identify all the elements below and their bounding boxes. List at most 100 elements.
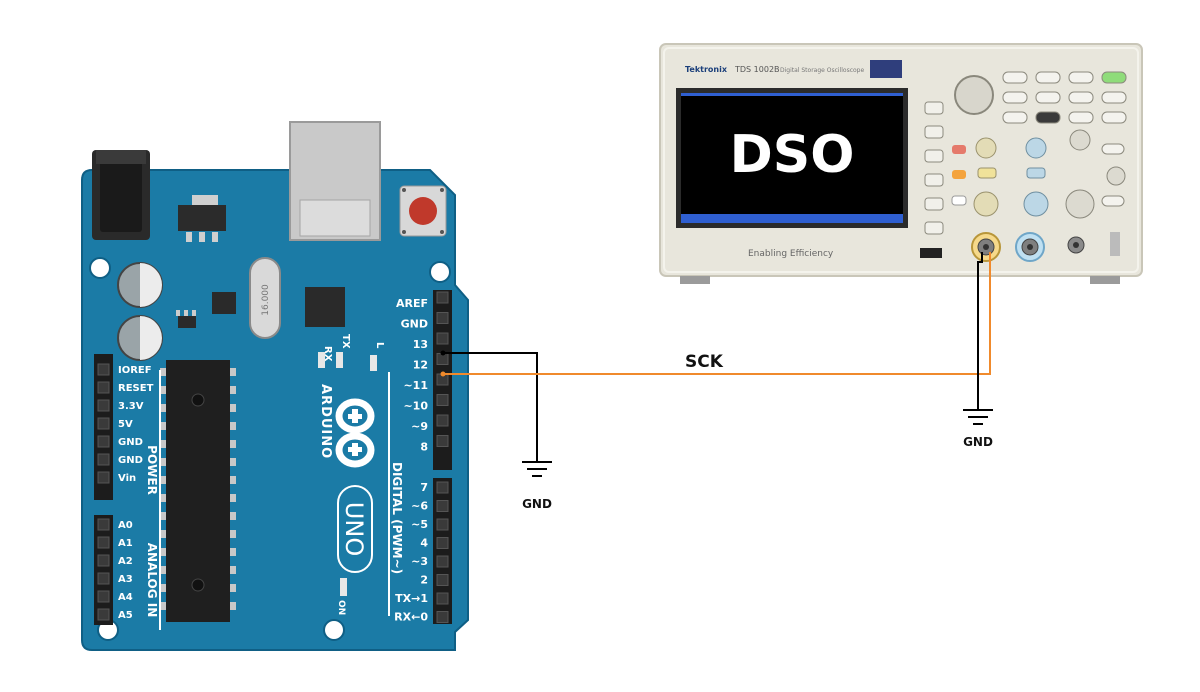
digital-pin-label: 2 xyxy=(420,574,428,587)
chip-pin xyxy=(160,476,166,484)
mounting-hole xyxy=(323,619,345,641)
digital-pin-label: GND xyxy=(401,318,428,331)
analog-pin-socket xyxy=(97,590,110,603)
analog-pin-socket xyxy=(97,572,110,585)
l-label: L xyxy=(374,342,385,349)
scope-control-button xyxy=(1002,111,1028,124)
analog-pin-label: A3 xyxy=(118,574,133,585)
digital-header-bottom xyxy=(433,478,452,624)
scope-subtitle: Digital Storage Oscilloscope xyxy=(780,67,864,74)
chip-pin xyxy=(230,404,236,412)
scope-menu-button xyxy=(924,101,944,115)
analog-pin-group xyxy=(97,518,110,621)
power-pin-label: Vin xyxy=(118,473,136,484)
chip-pin xyxy=(230,584,236,592)
scope-control-button xyxy=(1068,111,1094,124)
rx-label: RX xyxy=(322,346,333,362)
on-label: ON xyxy=(336,600,346,615)
sck-signal-wire xyxy=(443,252,991,375)
oscilloscope: Tektronix TDS 1002B Digital Storage Osci… xyxy=(659,43,1143,284)
wires xyxy=(440,252,991,462)
smd-transistor xyxy=(176,310,196,328)
analog-pin-label: A0 xyxy=(118,520,133,531)
digital-pin-label: 4 xyxy=(420,537,428,550)
chip-pin xyxy=(230,422,236,430)
chip-pin xyxy=(160,584,166,592)
chip-pin xyxy=(230,548,236,556)
digital-pin-label: ~11 xyxy=(403,379,428,392)
chip-pin xyxy=(230,476,236,484)
scope-control-button xyxy=(1002,71,1028,84)
scope-tagline: Enabling Efficiency xyxy=(748,249,834,259)
analog-pin-label: A2 xyxy=(118,556,133,567)
scope-control-button xyxy=(1002,91,1028,104)
capacitor xyxy=(117,262,163,308)
scope-control-button xyxy=(1068,71,1094,84)
multipurpose-knob xyxy=(954,75,994,115)
status-leds: RX TX L xyxy=(318,334,385,371)
scope-menu-button xyxy=(924,173,944,187)
scope-control-button xyxy=(1101,143,1125,155)
analog-pin-socket xyxy=(97,518,110,531)
digital-pin-socket xyxy=(436,291,449,304)
chip-pin xyxy=(160,494,166,502)
digital-pin-label: RX←0 xyxy=(394,611,428,624)
chip-pin xyxy=(160,566,166,574)
digital-pin-socket xyxy=(436,611,449,623)
power-pin-label: RESET xyxy=(118,383,154,394)
chip-pin xyxy=(230,566,236,574)
arduino-uno-board: 16.000 RX TX L xyxy=(81,121,469,651)
scope-control-button xyxy=(1035,111,1061,124)
chip-pin xyxy=(230,458,236,466)
power-pin-label: IOREF xyxy=(118,365,152,376)
chip-pin xyxy=(160,512,166,520)
digital-header-label: DIGITAL (PWM~) xyxy=(390,462,404,574)
scope-menu-button xyxy=(924,149,944,163)
arduino-logo xyxy=(335,398,375,468)
menu-buttons xyxy=(924,101,944,235)
digital-pin-label: 13 xyxy=(413,338,428,351)
voltage-regulator xyxy=(178,195,226,242)
digital-pin-socket xyxy=(436,537,449,549)
chip-pin xyxy=(160,386,166,394)
gnd-pin-dot xyxy=(440,350,446,356)
analog-pin-socket xyxy=(97,608,110,621)
chip-pin xyxy=(160,548,166,556)
power-pin-socket xyxy=(97,435,110,448)
scope-control-button xyxy=(1035,91,1061,104)
scope-control-button xyxy=(1035,71,1061,84)
scope-button-grid xyxy=(1002,71,1127,207)
channel-2-bnc xyxy=(1015,232,1045,262)
scope-control-button xyxy=(1101,71,1127,84)
sck-label: SCK xyxy=(685,352,724,372)
power-pin-label: GND xyxy=(118,455,143,466)
arduino-gnd-wire xyxy=(443,352,538,462)
arduino-ground-symbol xyxy=(522,461,552,477)
power-pin-label: 3.3V xyxy=(118,401,144,412)
scope-ground-symbol xyxy=(963,409,993,425)
digital-pin-socket xyxy=(436,481,449,494)
digital-pin-label: 8 xyxy=(420,441,428,454)
power-pin-socket xyxy=(97,399,110,412)
scope-control-button xyxy=(1068,91,1094,104)
crystal-oscillator: 16.000 xyxy=(249,257,281,339)
ext-trigger-bnc xyxy=(1067,236,1085,254)
digital-pin-label: TX→1 xyxy=(395,592,428,605)
chip-pin xyxy=(160,602,166,610)
uno-badge: UNO xyxy=(337,485,373,573)
analog-pin-label: A1 xyxy=(118,538,133,549)
digital-pin-socket xyxy=(436,435,449,447)
channel-1-bnc xyxy=(971,232,1001,262)
scope-control-button xyxy=(1101,111,1127,124)
chip-pin xyxy=(160,440,166,448)
scope-control-button xyxy=(1101,195,1125,207)
power-header-label: POWER xyxy=(145,445,159,495)
crystal-label: 16.000 xyxy=(261,284,271,316)
power-pin-socket xyxy=(97,417,110,430)
capacitor xyxy=(117,315,163,361)
power-pin-group xyxy=(97,363,110,484)
dc-power-jack xyxy=(92,150,150,240)
